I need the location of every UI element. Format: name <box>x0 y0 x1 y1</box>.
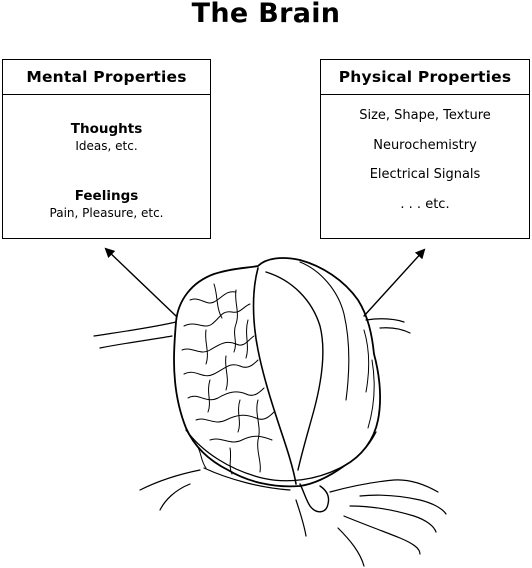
thoughts-title: Thoughts <box>70 121 143 137</box>
mental-properties-box: Mental Properties Thoughts Ideas, etc. F… <box>2 59 211 239</box>
brain-icon <box>173 257 381 513</box>
mental-properties-header: Mental Properties <box>3 60 210 95</box>
thoughts-subtitle: Ideas, etc. <box>75 139 138 153</box>
thoughts-group: Thoughts Ideas, etc. <box>3 121 210 154</box>
hand-icon <box>93 318 447 567</box>
feelings-group: Feelings Pain, Pleasure, etc. <box>3 188 210 221</box>
feelings-subtitle: Pain, Pleasure, etc. <box>49 206 164 220</box>
page-title: The Brain <box>191 0 341 29</box>
physical-item-electrical-signals: Electrical Signals <box>369 167 481 182</box>
physical-properties-box: Physical Properties Size, Shape, Texture… <box>320 59 530 239</box>
feelings-title: Feelings <box>74 188 139 204</box>
physical-item-neurochemistry: Neurochemistry <box>373 137 477 153</box>
physical-item-etc: . . . etc. <box>400 196 450 212</box>
brain-folds <box>181 283 375 475</box>
arrow-up-left-icon <box>104 247 177 317</box>
physical-properties-list: Size, Shape, Texture Neurochemistry Elec… <box>321 107 529 225</box>
arrow-up-right-icon <box>363 248 426 317</box>
physical-item-size-shape-texture: Size, Shape, Texture <box>359 108 491 123</box>
physical-properties-header: Physical Properties <box>321 60 529 95</box>
